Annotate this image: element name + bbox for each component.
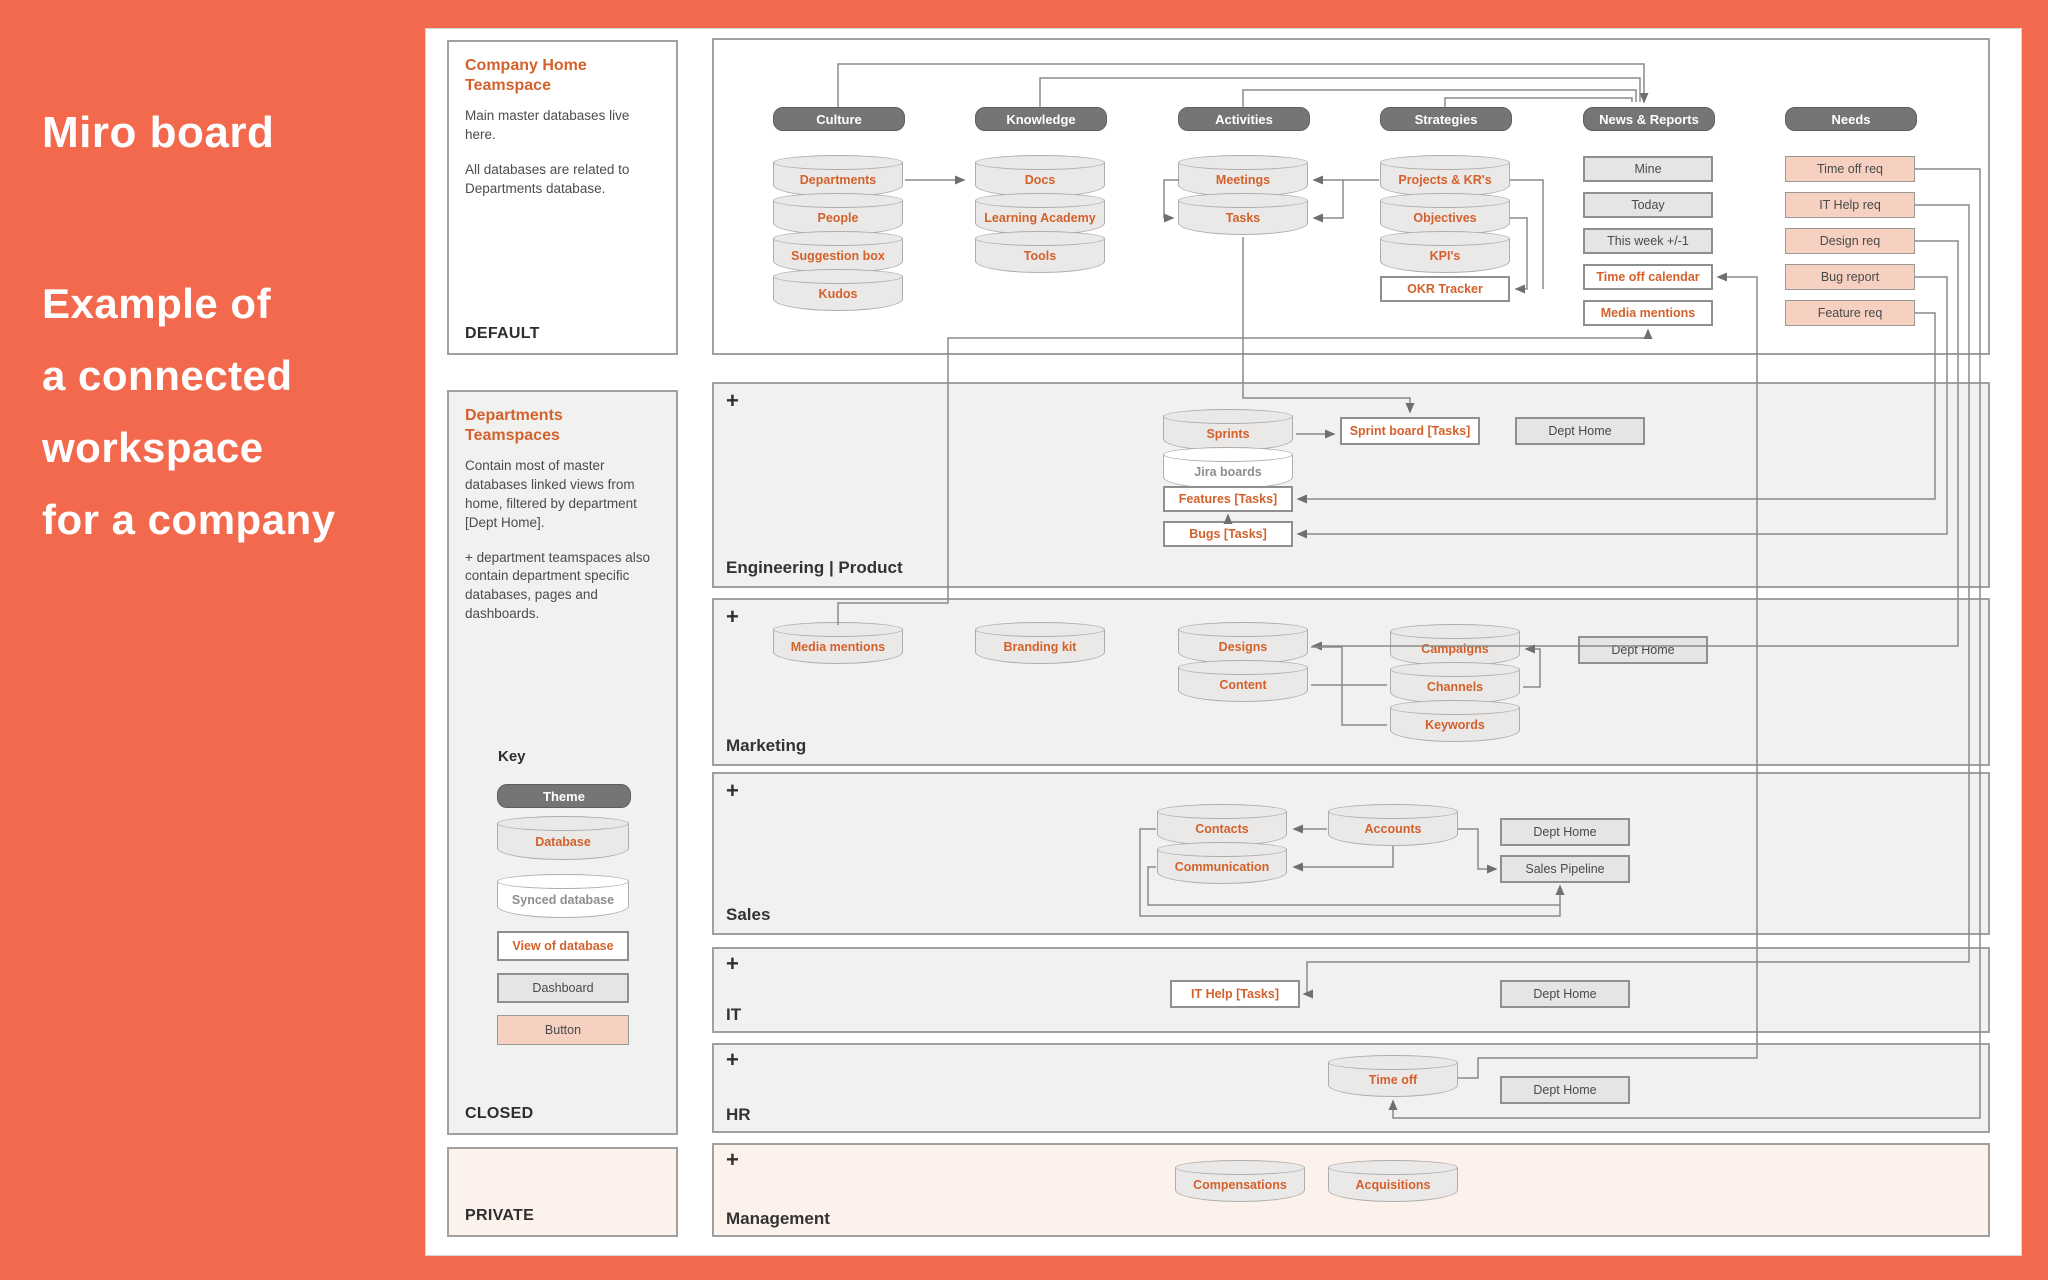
db-tasks[interactable]: Tasks: [1178, 193, 1308, 235]
db-acquisitions[interactable]: Acquisitions: [1328, 1160, 1458, 1202]
expand-plus-icon[interactable]: +: [726, 1047, 739, 1072]
expand-plus-icon[interactable]: +: [726, 778, 739, 803]
db-tools[interactable]: Tools: [975, 231, 1105, 273]
dashboard-dept-home-hr[interactable]: Dept Home: [1500, 1076, 1630, 1104]
section-engineering-product: + Engineering | Product: [712, 382, 1990, 588]
theme-strategies[interactable]: Strategies: [1380, 107, 1512, 131]
panel-company-home-para2: All databases are related to Departments…: [465, 161, 630, 196]
view-time-off-calendar[interactable]: Time off calendar: [1583, 264, 1713, 290]
section-marketing-label: Marketing: [726, 736, 807, 755]
db-learning-academy[interactable]: Learning Academy: [975, 193, 1105, 235]
section-hr-label: HR: [726, 1105, 751, 1124]
db-docs[interactable]: Docs: [975, 155, 1105, 197]
panel-departments-teamspaces: Departments Teamspaces Contain most of m…: [447, 390, 678, 1135]
db-compensations[interactable]: Compensations: [1175, 1160, 1305, 1202]
db-media-mentions[interactable]: Media mentions: [773, 622, 903, 664]
panel-private-footer: PRIVATE: [465, 1207, 535, 1224]
db-jira-boards[interactable]: Jira boards: [1163, 447, 1293, 489]
poster-subtitle-line: a connected: [42, 352, 293, 399]
panel-company-home-footer: DEFAULT: [465, 325, 540, 342]
db-time-off[interactable]: Time off: [1328, 1055, 1458, 1097]
panel-departments-para1: Contain most of master databases linked …: [465, 458, 637, 530]
db-campaigns[interactable]: Campaigns: [1390, 624, 1520, 666]
expand-plus-icon[interactable]: +: [726, 1147, 739, 1172]
db-channels[interactable]: Channels: [1390, 662, 1520, 704]
key-theme-shape[interactable]: Theme: [497, 784, 631, 808]
poster-subtitle: Example of a connected workspace for a c…: [42, 268, 336, 556]
poster-subtitle-line: Example of: [42, 280, 272, 327]
dashboard-sales-pipeline[interactable]: Sales Pipeline: [1500, 855, 1630, 883]
section-sales: + Sales: [712, 772, 1990, 935]
db-designs[interactable]: Designs: [1178, 622, 1308, 664]
section-management-label: Management: [726, 1209, 830, 1228]
db-departments[interactable]: Departments: [773, 155, 903, 197]
section-it: + IT: [712, 947, 1990, 1033]
db-accounts[interactable]: Accounts: [1328, 804, 1458, 846]
panel-private: PRIVATE: [447, 1147, 678, 1237]
theme-activities[interactable]: Activities: [1178, 107, 1310, 131]
db-objectives[interactable]: Objectives: [1380, 193, 1510, 235]
button-it-help-req[interactable]: IT Help req: [1785, 192, 1915, 218]
button-design-req[interactable]: Design req: [1785, 228, 1915, 254]
view-okr-tracker[interactable]: OKR Tracker: [1380, 276, 1510, 302]
expand-plus-icon[interactable]: +: [726, 388, 739, 413]
panel-company-home: Company Home Teamspace Main master datab…: [447, 40, 678, 355]
dashboard-today[interactable]: Today: [1583, 192, 1713, 218]
section-sales-label: Sales: [726, 905, 771, 924]
view-features-tasks[interactable]: Features [Tasks]: [1163, 486, 1293, 512]
key-view-of-database-shape[interactable]: View of database: [497, 931, 629, 961]
db-communication[interactable]: Communication: [1157, 842, 1287, 884]
section-it-label: IT: [726, 1005, 742, 1024]
view-sprint-board[interactable]: Sprint board [Tasks]: [1340, 417, 1480, 445]
key-synced-database-shape[interactable]: Synced database: [497, 874, 629, 918]
db-suggestion-box[interactable]: Suggestion box: [773, 231, 903, 273]
view-bugs-tasks[interactable]: Bugs [Tasks]: [1163, 521, 1293, 547]
db-contacts[interactable]: Contacts: [1157, 804, 1287, 846]
key-database-shape[interactable]: Database: [497, 816, 629, 860]
key-dashboard-shape[interactable]: Dashboard: [497, 973, 629, 1003]
section-marketing: + Marketing: [712, 598, 1990, 766]
button-feature-req[interactable]: Feature req: [1785, 300, 1915, 326]
poster-subtitle-line: for a company: [42, 496, 336, 543]
view-media-mentions[interactable]: Media mentions: [1583, 300, 1713, 326]
db-kudos[interactable]: Kudos: [773, 269, 903, 311]
db-people[interactable]: People: [773, 193, 903, 235]
view-it-help-tasks[interactable]: IT Help [Tasks]: [1170, 980, 1300, 1008]
dashboard-dept-home-sales[interactable]: Dept Home: [1500, 818, 1630, 846]
section-engineering-label: Engineering | Product: [726, 558, 903, 577]
dashboard-dept-home-marketing[interactable]: Dept Home: [1578, 636, 1708, 664]
theme-knowledge[interactable]: Knowledge: [975, 107, 1107, 131]
theme-news-reports[interactable]: News & Reports: [1583, 107, 1715, 131]
poster-subtitle-line: workspace: [42, 424, 264, 471]
theme-needs[interactable]: Needs: [1785, 107, 1917, 131]
db-sprints[interactable]: Sprints: [1163, 409, 1293, 451]
dashboard-dept-home-engineering[interactable]: Dept Home: [1515, 417, 1645, 445]
poster-title: Miro board: [42, 108, 275, 157]
panel-departments-title: Departments Teamspaces: [465, 407, 563, 444]
db-branding-kit[interactable]: Branding kit: [975, 622, 1105, 664]
db-projects-krs[interactable]: Projects & KR's: [1380, 155, 1510, 197]
panel-departments-para2: + department teamspaces also contain dep…: [465, 549, 650, 622]
db-kpis[interactable]: KPI's: [1380, 231, 1510, 273]
button-time-off-req[interactable]: Time off req: [1785, 156, 1915, 182]
db-keywords[interactable]: Keywords: [1390, 700, 1520, 742]
theme-culture[interactable]: Culture: [773, 107, 905, 131]
panel-departments-footer: CLOSED: [465, 1105, 534, 1122]
dashboard-mine[interactable]: Mine: [1583, 156, 1713, 182]
db-meetings[interactable]: Meetings: [1178, 155, 1308, 197]
key-title: Key: [498, 748, 526, 765]
db-content[interactable]: Content: [1178, 660, 1308, 702]
panel-company-home-title: Company Home Teamspace: [465, 57, 587, 94]
dashboard-this-week[interactable]: This week +/-1: [1583, 228, 1713, 254]
expand-plus-icon[interactable]: +: [726, 604, 739, 629]
dashboard-dept-home-it[interactable]: Dept Home: [1500, 980, 1630, 1008]
panel-company-home-para1: Main master databases live here.: [465, 108, 630, 142]
button-bug-report[interactable]: Bug report: [1785, 264, 1915, 290]
key-button-shape[interactable]: Button: [497, 1015, 629, 1045]
expand-plus-icon[interactable]: +: [726, 951, 739, 976]
